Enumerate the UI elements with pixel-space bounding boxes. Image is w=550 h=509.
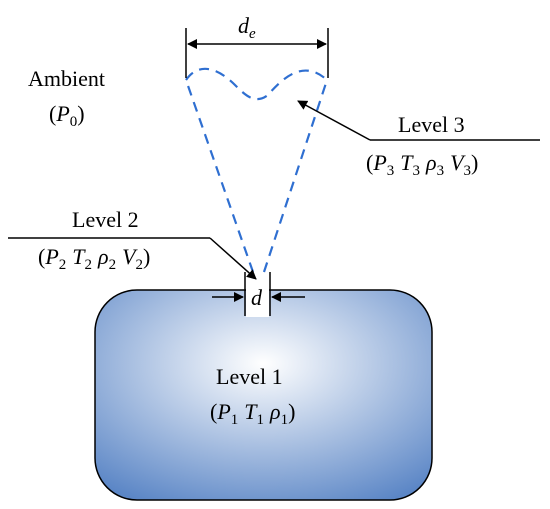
level-2-var-2-symbol: ρ — [97, 244, 109, 269]
level-3-var-1-subscript: 3 — [413, 163, 421, 179]
ambient-label: Ambient — [28, 66, 105, 91]
tank-reservoir — [94, 289, 433, 501]
level-3-var-3-symbol: V — [450, 150, 466, 175]
level-3-leader — [297, 100, 540, 141]
level-1-var-1-symbol: T — [244, 399, 258, 424]
plume-width-label: de — [238, 13, 256, 42]
level-3-var-2-subscript: 3 — [437, 163, 445, 179]
level-2-var-0-subscript: 2 — [59, 257, 67, 273]
level-1-var-1-subscript: 1 — [257, 412, 265, 428]
level-3-var-0-subscript: 3 — [387, 163, 395, 179]
level-3-label: Level 3 — [398, 112, 465, 137]
jet-plume — [184, 67, 329, 273]
level-2-label: Level 2 — [72, 207, 139, 232]
level-3-var-1-symbol: T — [400, 150, 414, 175]
level-1-var-0-symbol: P — [216, 399, 230, 424]
level-1-var-2-symbol: ρ — [269, 399, 281, 424]
level-2-var-2-subscript: 2 — [109, 257, 117, 273]
level-2-var-1-subscript: 2 — [85, 257, 93, 273]
level-3-var-0-symbol: P — [372, 150, 386, 175]
level-2-var-0-symbol: P — [44, 244, 58, 269]
level-1-var-2-subscript: 1 — [281, 412, 289, 428]
level-2-leader — [8, 237, 257, 280]
nozzle-orifice — [244, 272, 271, 317]
level-2-var-1-symbol: T — [72, 244, 86, 269]
level-1-label: Level 1 — [216, 364, 283, 389]
orifice-diameter-label: d — [251, 285, 263, 310]
level-3-var-3-subscript: 3 — [464, 163, 472, 179]
level-1-var-0-subscript: 1 — [231, 412, 239, 428]
ambient-pressure: (P0) — [49, 101, 85, 130]
level-2-var-3-subscript: 2 — [136, 257, 144, 273]
level-3-var-2-symbol: ρ — [425, 150, 437, 175]
level-2-var-3-symbol: V — [122, 244, 138, 269]
plume-width-dimension — [185, 28, 329, 78]
